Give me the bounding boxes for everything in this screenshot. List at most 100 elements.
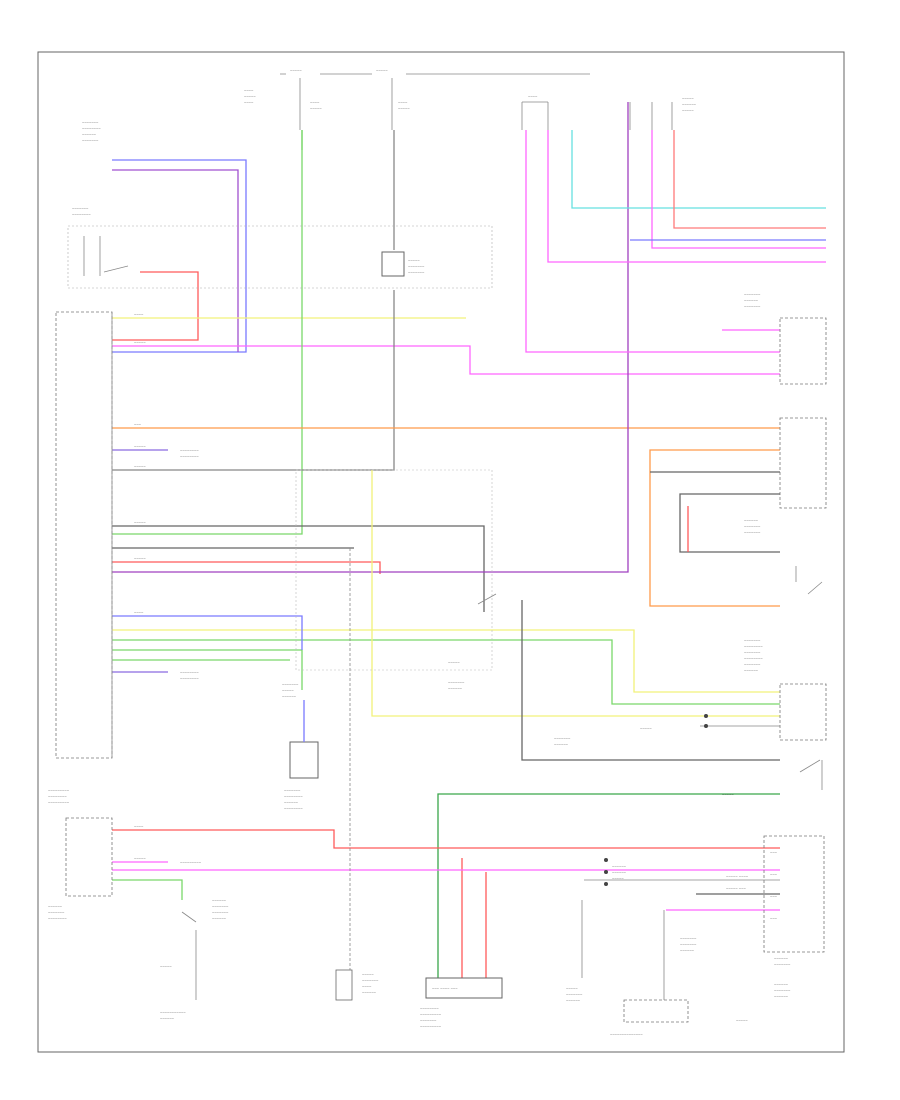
svg-text:~~~~~~~~: ~~~~~~~~ <box>180 670 199 675</box>
svg-text:~~~ ~~~~ ~~~: ~~~ ~~~~ ~~~ <box>432 986 458 991</box>
svg-text:~~~~~~: ~~~~~~ <box>682 102 697 107</box>
svg-text:~~~~~: ~~~~~ <box>376 68 388 73</box>
wire-green-lower <box>112 639 780 705</box>
svg-text:~~~~~ ~~~: ~~~~~ ~~~ <box>726 886 746 891</box>
svg-text:~~~~~~~: ~~~~~~~ <box>48 910 65 915</box>
svg-text:~~~~~~: ~~~~~~ <box>744 668 759 673</box>
svg-text:~~~~~~: ~~~~~~ <box>612 864 627 869</box>
svg-text:~~~~~~~~: ~~~~~~~~ <box>180 448 199 453</box>
svg-text:~~~: ~~~ <box>770 872 778 877</box>
svg-text:~~~~~~: ~~~~~~ <box>774 956 789 961</box>
svg-text:~~~~~~~~: ~~~~~~~~ <box>72 212 91 217</box>
svg-text:~~~~: ~~~~ <box>362 984 372 989</box>
wire-magenta-mid <box>112 345 780 375</box>
svg-text:~~~~~~~~~~~~~~: ~~~~~~~~~~~~~~ <box>610 1032 643 1037</box>
svg-text:~~~~~: ~~~~~ <box>134 856 146 861</box>
svg-text:~~~~~: ~~~~~ <box>134 444 146 449</box>
svg-text:~~~~~~~: ~~~~~~~ <box>282 682 299 687</box>
relay-box-center <box>381 251 405 277</box>
wire-purple-mid <box>112 102 629 573</box>
svg-text:~~~: ~~~ <box>770 894 778 899</box>
svg-text:~~~~~~~~~: ~~~~~~~~~ <box>180 860 202 865</box>
svg-text:~~~~~~~: ~~~~~~~ <box>680 936 697 941</box>
svg-text:~~~~~: ~~~~~ <box>362 972 374 977</box>
svg-text:~~~~~~~~~: ~~~~~~~~~ <box>48 788 70 793</box>
sensor-box <box>289 741 319 779</box>
svg-text:~~~: ~~~ <box>770 916 778 921</box>
svg-text:~~~~~: ~~~~~ <box>134 340 146 345</box>
svg-text:~~~~: ~~~~ <box>244 88 254 93</box>
svg-text:~~~~~~~: ~~~~~~~ <box>744 650 761 655</box>
wire-dark-green <box>437 793 780 978</box>
svg-text:~~~~~~~: ~~~~~~~ <box>72 206 89 211</box>
wire-cyan <box>571 130 826 209</box>
svg-text:~~~~: ~~~~ <box>134 312 144 317</box>
svg-text:~~~~~~: ~~~~~~ <box>774 982 789 987</box>
svg-text:~~~~~: ~~~~~ <box>736 1018 748 1023</box>
svg-text:~~~~~~: ~~~~~~ <box>566 998 581 1003</box>
svg-text:~~~~~~~: ~~~~~~~ <box>284 788 301 793</box>
svg-text:~~~~~~: ~~~~~~ <box>744 298 759 303</box>
top-right-relay: ~~~~ ~~~~~ ~~~~~~ ~~~~~ <box>521 94 697 130</box>
svg-text:~~~~~~: ~~~~~~ <box>284 800 299 805</box>
top-fuse-section: ~~~~~ ~~~~~ ~~~~ ~~~~~ ~~~~ ~~~~ ~~~~~ ~… <box>244 66 590 130</box>
svg-text:~~~~~~~: ~~~~~~~ <box>448 680 465 685</box>
svg-text:~~~~~: ~~~~~ <box>290 68 302 73</box>
svg-text:~~~~~: ~~~~~ <box>566 986 578 991</box>
svg-text:~~~~~~: ~~~~~~ <box>744 518 759 523</box>
wire-red-right <box>673 130 826 229</box>
svg-text:~~~~~~~: ~~~~~~~ <box>774 962 791 967</box>
svg-text:~~~~~: ~~~~~ <box>134 464 146 469</box>
lower-left-connector <box>65 817 113 897</box>
svg-text:~~~~~~~: ~~~~~~~ <box>744 530 761 535</box>
wire-red-mid <box>112 561 381 574</box>
connector-right-2 <box>779 417 827 509</box>
svg-text:~~~~~~~~: ~~~~~~~~ <box>48 794 67 799</box>
svg-text:~~~~~~~~: ~~~~~~~~ <box>744 644 763 649</box>
svg-text:~~~~~~: ~~~~~~ <box>774 994 789 999</box>
svg-text:~~~~~: ~~~~~ <box>244 94 256 99</box>
svg-text:~~~~~~: ~~~~~~ <box>448 686 463 691</box>
svg-text:~~~~~~~: ~~~~~~~ <box>408 264 425 269</box>
svg-text:~~~~: ~~~~ <box>134 610 144 615</box>
svg-text:~~~~~~: ~~~~~~ <box>362 990 377 995</box>
svg-text:~~~~~~: ~~~~~~ <box>212 898 227 903</box>
svg-text:~~~~: ~~~~ <box>528 94 538 99</box>
svg-text:~~~~~: ~~~~~ <box>640 726 652 731</box>
svg-text:~~~~~~~: ~~~~~~~ <box>82 138 99 143</box>
svg-text:~~~~~~~~: ~~~~~~~~ <box>180 676 199 681</box>
wire-purple-top <box>112 169 239 352</box>
wire-pink-right <box>525 130 780 353</box>
svg-text:~~~: ~~~ <box>770 850 778 855</box>
svg-text:~~~~~~~~: ~~~~~~~~ <box>284 794 303 799</box>
svg-text:~~~~~~: ~~~~~~ <box>282 694 297 699</box>
svg-text:~~~~~~~~~: ~~~~~~~~~ <box>48 800 70 805</box>
connector-right-1 <box>779 317 827 385</box>
right-lower-module <box>763 835 825 953</box>
svg-text:~~~~~~~: ~~~~~~~ <box>82 120 99 125</box>
svg-text:~~~~~~: ~~~~~~ <box>82 132 97 137</box>
svg-text:~~~~~: ~~~~~ <box>282 688 294 693</box>
svg-text:~~~~~: ~~~~~ <box>134 520 146 525</box>
svg-text:~~~~~~~: ~~~~~~~ <box>744 292 761 297</box>
svg-text:~~~~~~~~~: ~~~~~~~~~ <box>420 1012 442 1017</box>
svg-text:~~~~~~~: ~~~~~~~ <box>212 904 229 909</box>
wire-dark-1 <box>112 525 485 612</box>
svg-text:~~~~~: ~~~~~ <box>398 106 410 111</box>
svg-text:~~~~: ~~~~ <box>134 824 144 829</box>
svg-text:~~~~~~~: ~~~~~~~ <box>680 942 697 947</box>
svg-text:~~~~~~~: ~~~~~~~ <box>744 524 761 529</box>
svg-text:~~~~~~~: ~~~~~~~ <box>566 992 583 997</box>
wire-red-bottom <box>112 829 780 849</box>
svg-text:~~~~~: ~~~~~ <box>408 258 420 263</box>
wire-yellow-lower <box>112 629 780 693</box>
wire-blue <box>112 159 247 353</box>
svg-text:~~~: ~~~ <box>134 422 142 427</box>
svg-text:~~~~~~~~: ~~~~~~~~ <box>284 806 303 811</box>
svg-text:~~~~~~~~: ~~~~~~~~ <box>48 916 67 921</box>
svg-text:~~~~~~: ~~~~~~ <box>212 916 227 921</box>
svg-text:~~~~~~~: ~~~~~~~ <box>408 270 425 275</box>
main-ecu-connector <box>55 311 113 759</box>
svg-text:~~~~~~~: ~~~~~~~ <box>212 910 229 915</box>
